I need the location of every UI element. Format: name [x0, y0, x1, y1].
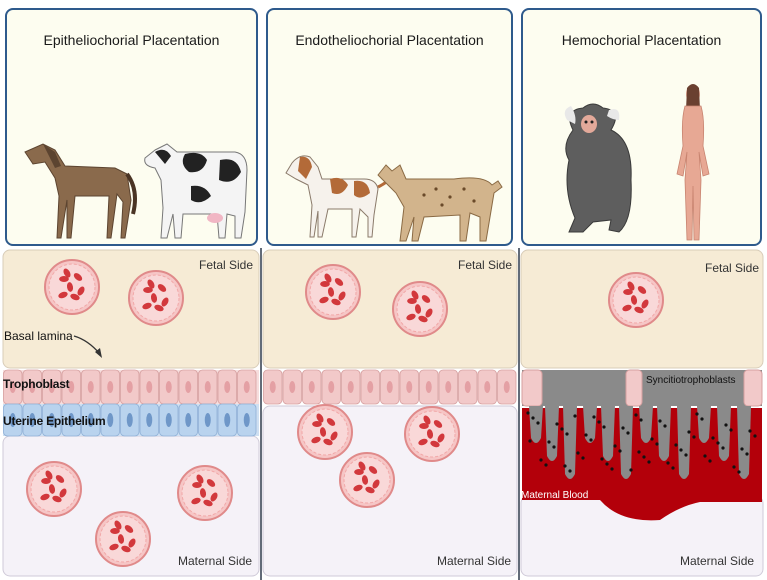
fetal-side-label: Fetal Side	[705, 261, 760, 275]
fetal-side-label: Fetal Side	[458, 258, 513, 272]
panel-title: Endotheliochorial Placentation	[295, 32, 484, 48]
villus	[583, 406, 597, 443]
panel-endotheliochorial: Endotheliochorial Placentation	[266, 8, 513, 246]
panel-title: Hemochorial Placentation	[561, 32, 722, 48]
red-blood-cell-icon	[95, 511, 151, 567]
villus	[563, 406, 577, 479]
basal-lamina-label: Basal lamina	[4, 329, 73, 343]
villus	[601, 406, 615, 461]
red-blood-cell-icon	[339, 452, 395, 508]
syncitiotrophoblasts-label: Syncitiotrophoblasts	[646, 375, 736, 386]
villus	[677, 406, 691, 479]
trophoblast-cell	[521, 369, 543, 407]
villus	[619, 406, 633, 479]
red-blood-cell-icon	[392, 281, 448, 337]
maternal-side-label: Maternal Side	[680, 554, 755, 568]
villus	[737, 406, 751, 479]
dog-icon	[285, 155, 394, 238]
villus	[639, 406, 653, 443]
red-blood-cell-icon	[128, 270, 184, 326]
red-blood-cell-icon	[26, 461, 82, 517]
villus	[545, 406, 559, 461]
villus	[717, 406, 731, 461]
marmoset-human-illustration	[564, 84, 710, 241]
human-icon	[676, 84, 710, 241]
uterine-epithelium-label: Uterine Epithelium	[3, 414, 106, 428]
cow-icon	[144, 143, 248, 239]
red-blood-cell-icon	[608, 272, 664, 328]
fetal-side-label: Fetal Side	[199, 258, 254, 272]
maternal-side-label: Maternal Side	[178, 554, 253, 568]
villus	[529, 406, 543, 443]
panel-hemochorial: Hemochorial Placentation	[521, 8, 762, 246]
panel-title: Epitheliochorial Placentation	[43, 32, 220, 48]
maternal-blood-label: Maternal Blood	[521, 490, 589, 501]
maternal-side-label: Maternal Side	[437, 554, 512, 568]
red-blood-cell-icon	[305, 264, 361, 320]
red-blood-cell-icon	[297, 404, 353, 460]
marmoset-icon	[564, 103, 632, 233]
hemochorial-interface	[521, 369, 763, 521]
red-blood-cell-icon	[44, 259, 100, 315]
trophoblast-cell	[743, 369, 763, 407]
lynx-icon	[377, 164, 503, 242]
trophoblast-cell	[625, 369, 643, 407]
horse-icon	[24, 143, 137, 239]
dog-lynx-illustration	[285, 155, 503, 242]
horse-cow-illustration	[24, 143, 248, 239]
panel-epitheliochorial: Epitheliochorial Placentation	[5, 8, 258, 246]
red-blood-cell-icon	[404, 406, 460, 462]
red-blood-cell-icon	[177, 465, 233, 521]
villus	[697, 406, 711, 443]
trophoblast-label: Trophoblast	[3, 377, 70, 391]
placenta-diagram	[2, 248, 764, 580]
villus	[657, 406, 671, 461]
